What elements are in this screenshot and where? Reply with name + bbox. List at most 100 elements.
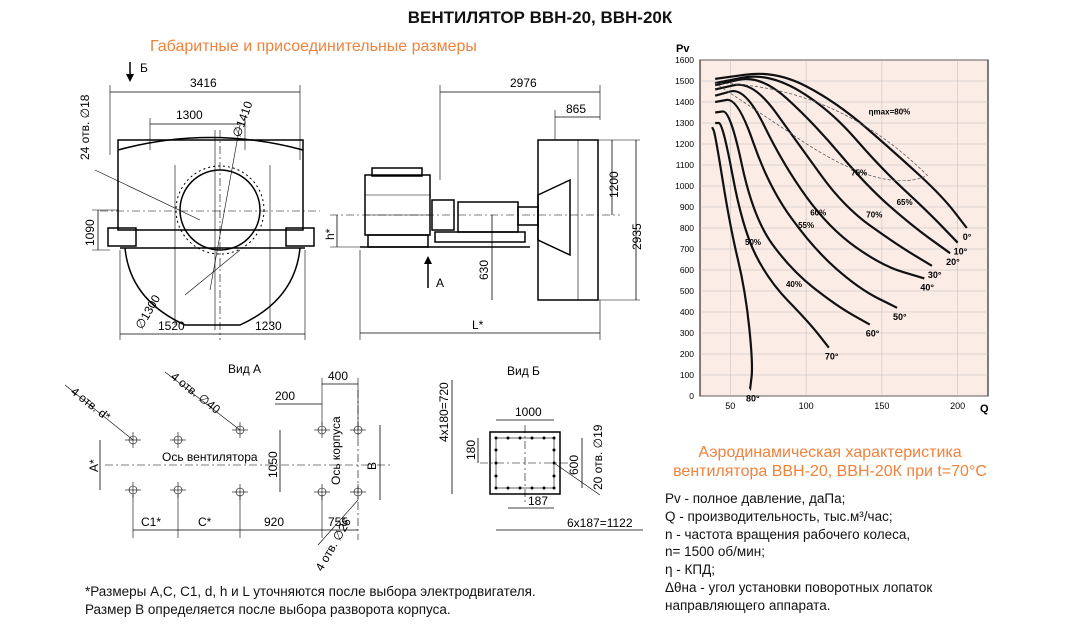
y-tick-label: 700 <box>680 244 694 254</box>
dim-c1: С1* <box>141 515 161 529</box>
series-label: 10° <box>954 247 968 257</box>
series-label: 80° <box>746 394 760 404</box>
dim-6x187: 6х187=1122 <box>567 516 633 530</box>
dim-1230: 1230 <box>255 319 282 333</box>
view-a: Вид А 4 отв. d* 4 отв. ∅40 4 отв. <box>64 362 390 574</box>
y-tick-label: 100 <box>680 370 694 380</box>
dim-1000: 1000 <box>515 405 542 419</box>
footnote-line: *Размеры А,С, С1, d, h и L уточняются по… <box>85 584 536 599</box>
y-tick-label: 400 <box>680 307 694 317</box>
efficiency-label: 65% <box>897 198 913 207</box>
efficiency-label: ηmax=80% <box>869 108 911 117</box>
dim-l: L* <box>472 318 484 332</box>
legend-line: Δθна - угол установки поворотных лопаток <box>665 579 933 595</box>
series-line <box>715 110 871 326</box>
dim-630: 630 <box>477 260 491 280</box>
y-tick-label: 1200 <box>675 139 694 149</box>
series-label: 50° <box>893 312 907 322</box>
dim-3416: 3416 <box>190 76 217 90</box>
x-tick-label: 200 <box>950 401 965 411</box>
dim-2976: 2976 <box>510 76 537 90</box>
efficiency-label: 55% <box>798 221 814 230</box>
efficiency-label: 70% <box>866 211 882 220</box>
x-tick-label: 100 <box>799 401 814 411</box>
legend-line: Pv - полное давление, даПа; <box>665 491 846 506</box>
aero-title: Аэродинамическая характеристика вентилят… <box>673 444 987 480</box>
dim-200: 200 <box>275 389 295 403</box>
dim-1050: 1050 <box>266 451 280 478</box>
chart-ylabel: Pv <box>676 43 690 55</box>
series-label: 0° <box>963 232 972 242</box>
page-title: ВЕНТИЛЯТОР ВВН-20, ВВН-20К <box>407 8 673 27</box>
efficiency-label: 75% <box>851 169 867 178</box>
diam-1410: ∅1410 <box>230 99 256 139</box>
dim-1200: 1200 <box>607 171 621 198</box>
efficiency-label: 50% <box>745 238 761 247</box>
dim-b: В <box>365 462 379 470</box>
footnote-line: Размер В определяется после выбора разво… <box>85 601 451 617</box>
legend-line: n - частота вращения рабочего колеса, <box>665 526 911 542</box>
dim-865: 865 <box>566 102 586 116</box>
dim-187: 187 <box>528 494 548 508</box>
aero-chart: 0100200300400500600700800900100011001200… <box>675 43 989 415</box>
series-label: 60° <box>866 329 880 339</box>
y-tick-label: 500 <box>680 286 694 296</box>
dim-755: 755 <box>328 515 348 529</box>
footnote: *Размеры А,С, С1, d, h и L уточняются по… <box>85 583 536 618</box>
x-tick-label: 150 <box>874 401 889 411</box>
series-line <box>714 98 898 309</box>
y-tick-label: 900 <box>680 202 694 212</box>
efficiency-label: 40% <box>786 280 802 289</box>
legend-line: n= 1500 об/мин; <box>665 544 765 560</box>
view-a-title: Вид А <box>228 362 261 376</box>
dim-600: 600 <box>567 455 581 475</box>
a-arrow-label: А <box>436 276 444 290</box>
legend-line: η - КПД; <box>665 562 715 578</box>
b-arrow-label: Б <box>140 61 148 75</box>
x-tick-label: 50 <box>725 401 735 411</box>
dim-400: 400 <box>328 369 348 383</box>
series-line <box>714 77 951 255</box>
series-line <box>714 83 933 267</box>
legend-line: Q - производительность, тыс.м³/час; <box>665 508 893 524</box>
dimensions-title: Габаритные и присоединительные размеры <box>150 38 477 55</box>
dim-a: А* <box>87 459 101 472</box>
y-tick-label: 0 <box>689 391 694 401</box>
dim-4x180: 4х180=720 <box>437 382 451 442</box>
dim-180: 180 <box>464 440 478 460</box>
series-line <box>714 75 959 244</box>
y-tick-label: 600 <box>680 265 694 275</box>
series-line <box>715 72 968 229</box>
y-tick-label: 1600 <box>675 55 694 65</box>
holes-d: 4 отв. d* <box>68 384 113 424</box>
series-label: 20° <box>946 257 960 267</box>
dim-920: 920 <box>264 515 284 529</box>
y-tick-label: 1300 <box>675 118 694 128</box>
axis-fan-label: Ось вентилятора <box>162 450 258 464</box>
series-line <box>714 90 925 280</box>
series-line <box>711 126 754 390</box>
holes-40: 4 отв. ∅40 <box>168 369 223 416</box>
y-tick-label: 800 <box>680 223 694 233</box>
series-label: 40° <box>920 282 934 292</box>
efficiency-ring <box>714 82 928 182</box>
efficiency-label: 60% <box>810 208 826 217</box>
y-tick-label: 1100 <box>676 160 695 170</box>
y-tick-label: 1000 <box>675 181 694 191</box>
holes-24: 24 отв. ∅18 <box>78 94 92 160</box>
legend-line: направляющего аппарата. <box>665 597 831 613</box>
chart-legend: Pv - полное давление, даПа; Q - производ… <box>665 490 932 615</box>
series-label: 70° <box>825 352 839 362</box>
dim-h: h* <box>323 228 337 240</box>
series-line <box>715 121 830 349</box>
dim-1300: 1300 <box>176 108 203 122</box>
view-b: Вид Б 1000 4х180=720 180 600 20 отв. ∅19… <box>437 364 643 531</box>
dim-c: С* <box>198 515 212 529</box>
holes-19: 20 отв. ∅19 <box>591 424 605 490</box>
series-label: 30° <box>928 270 942 280</box>
dim-2935: 2935 <box>630 223 644 250</box>
side-view: 3416 1300 Б ∅1410 ∅1300 24 отв. ∅18 <box>78 61 320 340</box>
dim-1520: 1520 <box>158 319 185 333</box>
front-view: 2976 865 h* 630 А 1200 293 <box>323 76 644 340</box>
dim-1090: 1090 <box>83 219 97 246</box>
